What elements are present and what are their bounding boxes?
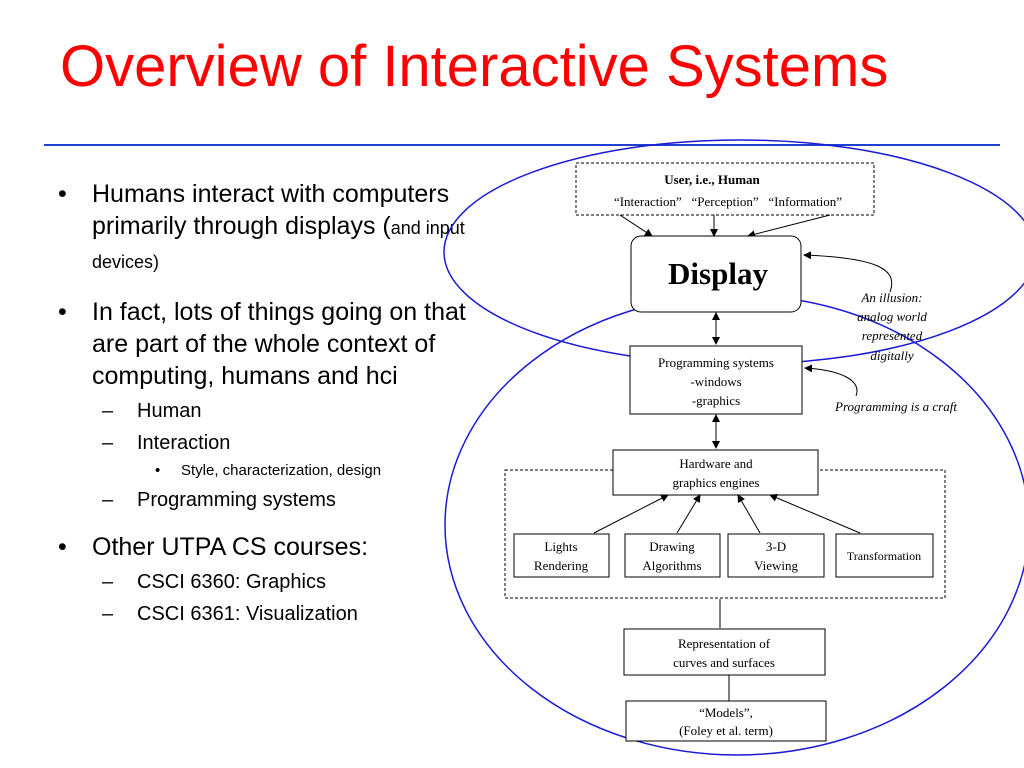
bullet-text-small: and input devices) [92,218,465,272]
sub-bullet-item: – Programming systems [102,489,336,511]
bullet-list: • Humans interact with computers primari… [50,178,490,627]
bullet-item: • Other UTPA CS courses: [50,531,490,563]
arrow [593,494,669,534]
lights-line: Lights [544,539,577,554]
illusion-line: analog world [857,309,927,324]
transformation-box [835,533,934,578]
hardware-box [612,449,819,496]
prog-line: -graphics [692,393,740,408]
viewing-box [727,533,825,578]
models-box [625,700,827,742]
sub-bullet-item: – CSCI 6361: Visualization [102,603,358,625]
display-label: Display [668,256,768,291]
programming-systems-box [629,345,803,415]
drawing-line: Algorithms [642,558,701,573]
sub-bullet-item: – CSCI 6360: Graphics [102,571,326,593]
sub-sub-bullet-text: Style, characterization, design [181,462,382,479]
viewing-line: 3-D [766,539,786,554]
user-title: User, i.e., Human [664,172,760,187]
drawing-algorithms-box [624,533,721,578]
viewing-line: Viewing [754,558,798,573]
hardware-line: graphics engines [672,475,759,490]
user-aspects: “Interaction” “Perception” “Information” [614,194,842,209]
arrow [769,494,861,534]
bullet-text: Other UTPA CS courses: [92,533,369,561]
sub-bullet-item: – Human [102,400,202,422]
drawing-line: Drawing [649,539,695,554]
illusion-line: digitally [870,348,914,363]
craft-arrow [804,364,858,397]
bullet-text: Humans interact with computers primarily… [92,180,450,240]
arrow [737,494,761,534]
bullet-dot: • [58,180,67,208]
bullet-dot: • [58,533,67,561]
representation-line: Representation of [678,636,771,651]
representation-line: curves and surfaces [673,655,775,670]
arrow [619,214,653,237]
sub-bullet-item: – Interaction [102,432,231,454]
models-line: (Foley et al. term) [679,723,773,738]
sub-sub-bullet-item: • Style, characterization, design [155,462,382,479]
hardware-line: Hardware and [679,456,753,471]
transformation-label: Transformation [847,549,921,563]
arrow [676,494,701,534]
slide-title: Overview of Interactive Systems [60,34,889,99]
craft-label: Programming is a craft [834,399,957,414]
user-box [575,162,875,216]
title-divider [44,144,1000,146]
sub-bullet-text: Programming systems [137,489,336,511]
sub-bullet-text: CSCI 6360: Graphics [137,571,326,593]
sub-bullet-text: Human [137,400,202,422]
illusion-line: represented [862,328,923,343]
prog-line: -windows [690,374,741,389]
lights-rendering-box [513,533,610,578]
arrow [747,214,831,239]
illusion-line: An illusion: [860,290,922,305]
bullet-item: • Humans interact with computers primari… [50,178,490,278]
lights-line: Rendering [534,558,589,573]
illusion-arrow [803,251,893,293]
sub-bullet-text: Interaction [137,432,231,454]
prog-line: Programming systems [658,355,774,370]
models-line: “Models”, [699,705,753,720]
bullet-dot: • [58,298,67,326]
bullet-item: • In fact, lots of things going on that … [50,296,490,392]
representation-box [623,628,826,676]
bullet-text: In fact, lots of things going on that ar… [92,298,466,390]
sub-bullet-text: CSCI 6361: Visualization [137,603,358,625]
